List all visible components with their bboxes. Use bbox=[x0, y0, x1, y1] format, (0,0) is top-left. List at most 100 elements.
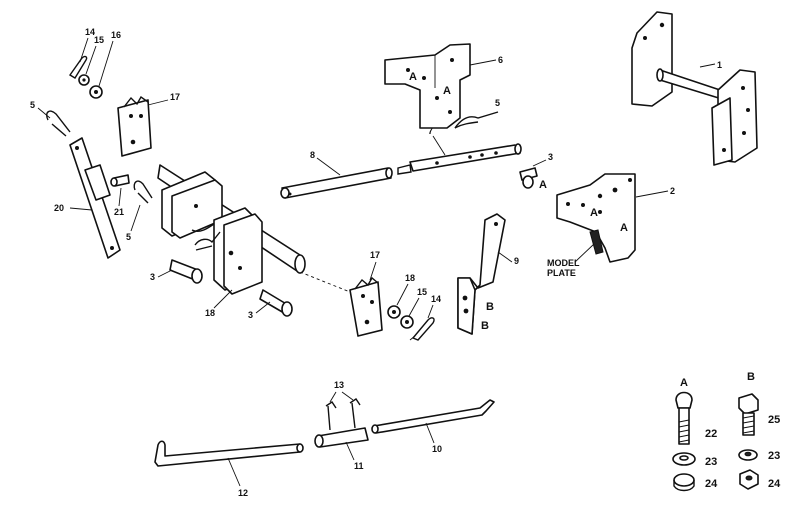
callout-5-middle: 5 bbox=[126, 232, 131, 242]
callout-24-b: 24 bbox=[768, 478, 781, 490]
callout-10: 10 bbox=[432, 444, 442, 454]
hardware-column-a-label: A bbox=[680, 377, 688, 389]
leader-5-middle bbox=[130, 204, 141, 232]
callout-21: 21 bbox=[114, 207, 124, 217]
callout-23-b: 23 bbox=[768, 450, 780, 462]
callout-2: 2 bbox=[670, 186, 675, 196]
callout-8: 8 bbox=[310, 150, 315, 160]
letter-b-1: B bbox=[486, 301, 494, 313]
callout-11: 11 bbox=[354, 461, 364, 471]
callout-17-upper: 17 bbox=[170, 92, 180, 102]
callout-15-upper: 15 bbox=[94, 35, 104, 45]
callout-3-left-upper: 3 bbox=[150, 272, 155, 282]
callout-14-lower: 14 bbox=[431, 294, 441, 304]
leader-8 bbox=[316, 157, 341, 176]
part-7-rod bbox=[397, 143, 522, 175]
leader-17-upper bbox=[147, 99, 169, 106]
part-1-bracket-assembly bbox=[631, 11, 758, 166]
part-8-long-rod bbox=[280, 167, 393, 199]
callout-3-left-lower: 3 bbox=[248, 310, 253, 320]
leader-10 bbox=[425, 422, 435, 444]
part-5-hairpin-upper bbox=[454, 111, 499, 129]
model-plate-line1: MODEL bbox=[547, 258, 580, 268]
leader-14-upper bbox=[79, 37, 89, 63]
leader-2 bbox=[635, 190, 669, 198]
part-10-long-rod bbox=[371, 399, 495, 434]
callout-14-upper: 14 bbox=[85, 27, 95, 37]
leader-6 bbox=[469, 59, 497, 66]
part-5-hairpin-left bbox=[46, 110, 71, 137]
part-25-hex-bolt bbox=[738, 393, 759, 436]
leader-15-lower bbox=[408, 297, 420, 317]
leader-20 bbox=[69, 207, 93, 211]
part-9-arm-bracket bbox=[457, 213, 506, 335]
letter-a-2: A bbox=[443, 85, 451, 97]
part-3-bolt-left-lower bbox=[259, 289, 293, 317]
part-23-washer-a bbox=[672, 452, 696, 466]
callout-6: 6 bbox=[498, 55, 503, 65]
leader-1 bbox=[699, 63, 716, 68]
leader-17-lower bbox=[369, 261, 377, 281]
callout-20: 20 bbox=[54, 203, 64, 213]
callout-18: 18 bbox=[405, 273, 415, 283]
callout-22: 22 bbox=[705, 428, 717, 440]
callout-15-lower: 15 bbox=[417, 287, 427, 297]
callout-13: 13 bbox=[334, 380, 344, 390]
letter-b-2: B bbox=[481, 320, 489, 332]
part-15-upper-washer bbox=[78, 74, 90, 86]
callout-12: 12 bbox=[238, 488, 248, 498]
part-17-lower-plate bbox=[349, 276, 383, 337]
callout-7: 7 bbox=[428, 126, 433, 136]
part-3-bolt-right bbox=[519, 167, 538, 189]
letter-a-4: A bbox=[590, 207, 598, 219]
part-11-sleeve bbox=[314, 427, 369, 448]
leader-15-upper bbox=[85, 45, 97, 75]
leader-13a bbox=[329, 391, 337, 403]
callout-23-a: 23 bbox=[705, 456, 717, 468]
leader-7 bbox=[432, 135, 446, 156]
letter-a-3: A bbox=[539, 179, 547, 191]
leader-14-lower bbox=[427, 304, 434, 319]
leader-9 bbox=[497, 251, 513, 263]
leader-18 bbox=[396, 283, 409, 306]
leader-12 bbox=[227, 457, 241, 487]
callout-1: 1 bbox=[717, 60, 722, 70]
part-3-bolt-left-upper bbox=[169, 259, 203, 284]
part-5-hairpin-middle bbox=[133, 180, 153, 204]
callout-3-right: 3 bbox=[548, 152, 553, 162]
leader-model-plate bbox=[574, 243, 595, 263]
callout-5-left: 5 bbox=[30, 100, 35, 110]
part-24-nut-a bbox=[673, 473, 695, 492]
part-21-pin bbox=[110, 174, 130, 187]
part-16-upper-washer bbox=[89, 85, 103, 99]
part-13-pins bbox=[325, 398, 361, 431]
part-14-lower-cotter bbox=[409, 317, 435, 341]
leader-3-left-upper bbox=[157, 269, 173, 278]
leader-13b bbox=[341, 391, 354, 401]
part-12-bent-rod bbox=[154, 440, 304, 467]
callout-17-lower: 17 bbox=[370, 250, 380, 260]
leader-16-upper bbox=[98, 40, 114, 87]
hardware-column-b-label: B bbox=[747, 371, 755, 383]
alignment-line bbox=[299, 271, 351, 293]
letter-a-1: A bbox=[409, 71, 417, 83]
leader-11 bbox=[345, 441, 355, 461]
part-5-hairpin-center bbox=[194, 231, 221, 251]
leader-3-right bbox=[532, 159, 547, 167]
callout-24-a: 24 bbox=[705, 478, 718, 490]
part-17-upper-plate bbox=[117, 95, 152, 157]
part-24-nut-b bbox=[739, 469, 759, 490]
part-18-lower-washer bbox=[387, 305, 401, 319]
callout-18-shaft: 18 bbox=[205, 308, 215, 318]
part-23-washer-b bbox=[738, 449, 758, 461]
callout-5-upper: 5 bbox=[495, 98, 500, 108]
callout-16-upper: 16 bbox=[111, 30, 121, 40]
callout-9: 9 bbox=[514, 256, 519, 266]
leader-18-shaft bbox=[213, 289, 233, 309]
part-2-bracket bbox=[556, 173, 636, 263]
part-14-upper-cotter bbox=[68, 55, 88, 79]
part-15-lower-washer bbox=[400, 315, 414, 329]
callout-25: 25 bbox=[768, 414, 780, 426]
part-22-carriage-bolt bbox=[675, 391, 693, 445]
